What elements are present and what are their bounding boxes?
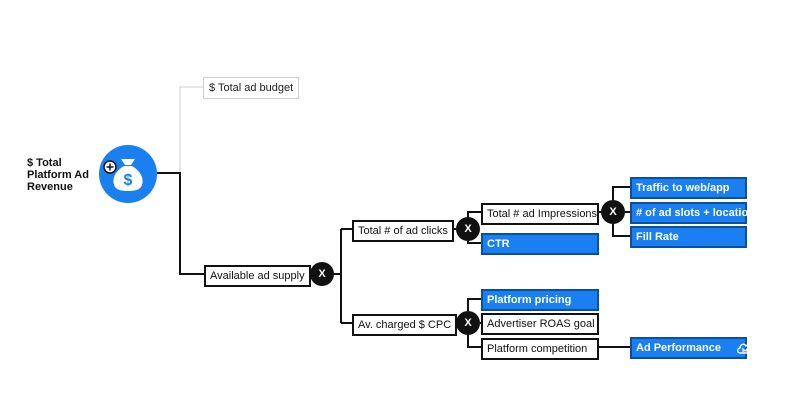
root-title-line-1: $ Total (27, 157, 62, 169)
node-total-ad-budget: $ Total ad budget (203, 77, 300, 99)
node-traffic: Traffic to web/app (630, 177, 747, 199)
cloud-m-icon (737, 343, 754, 354)
operator-multiply-2: X (456, 217, 480, 241)
node-ad-performance: Ad Performance (630, 337, 754, 359)
operator-multiply-1: X (310, 262, 334, 286)
node-av-charged-cpc: Av. charged $ CPC (352, 314, 458, 336)
money-bag-dollar-icon: $ (99, 145, 157, 203)
root-title-line-2: Platform Ad (27, 169, 89, 181)
operator-multiply-3: X (601, 200, 625, 224)
svg-text:$: $ (124, 172, 133, 189)
node-fill-rate: Fill Rate (630, 226, 747, 248)
node-available-ad-supply: Available ad supply (204, 265, 311, 287)
node-total-ad-impressions: Total # ad Impressions (481, 203, 599, 225)
node-total-ad-clicks: Total # of ad clicks (352, 220, 454, 242)
root-title-line-3: Revenue (27, 181, 73, 193)
node-ctr: CTR (481, 233, 599, 255)
root-title: $ Total Platform Ad Revenue (27, 157, 97, 193)
node-platform-pricing: Platform pricing (481, 289, 599, 311)
operator-multiply-4: X (456, 311, 480, 335)
node-ad-performance-label: Ad Performance (636, 342, 721, 354)
node-advertiser-roas-goal: Advertiser ROAS goal (481, 313, 599, 335)
node-ad-slots: # of ad slots + location (630, 202, 755, 224)
node-platform-competition: Platform competition (481, 338, 599, 360)
